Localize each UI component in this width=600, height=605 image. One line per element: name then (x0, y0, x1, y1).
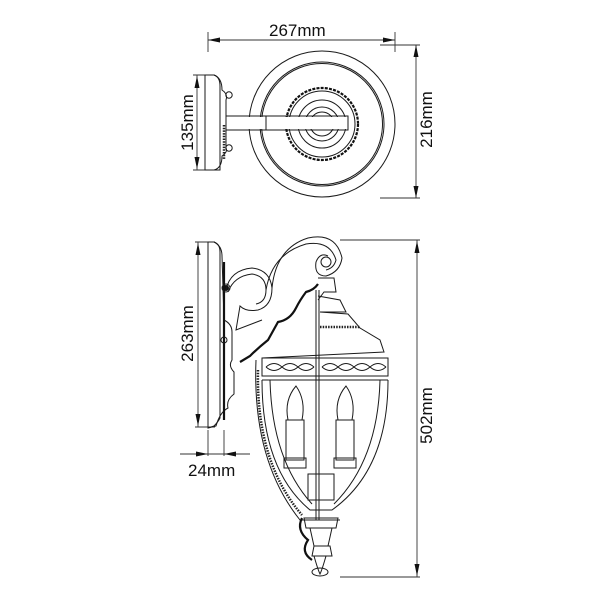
dim-263-line (195, 241, 215, 428)
dim-24-line (180, 430, 250, 457)
side-view (180, 236, 420, 578)
dim-label-depth: 216mm (416, 91, 436, 148)
dim-216-line (380, 45, 420, 199)
dim-label-backplate-side-height: 263mm (177, 305, 197, 362)
dim-267-line (207, 32, 420, 52)
dim-label-total-height: 502mm (416, 387, 436, 444)
dim-label-width: 267mm (269, 21, 326, 40)
dim-label-backplate-thickness: 24mm (188, 461, 236, 480)
dim-label-backplate-top-height: 135mm (177, 94, 197, 151)
top-view (193, 32, 420, 199)
dim-502-line (340, 239, 420, 578)
